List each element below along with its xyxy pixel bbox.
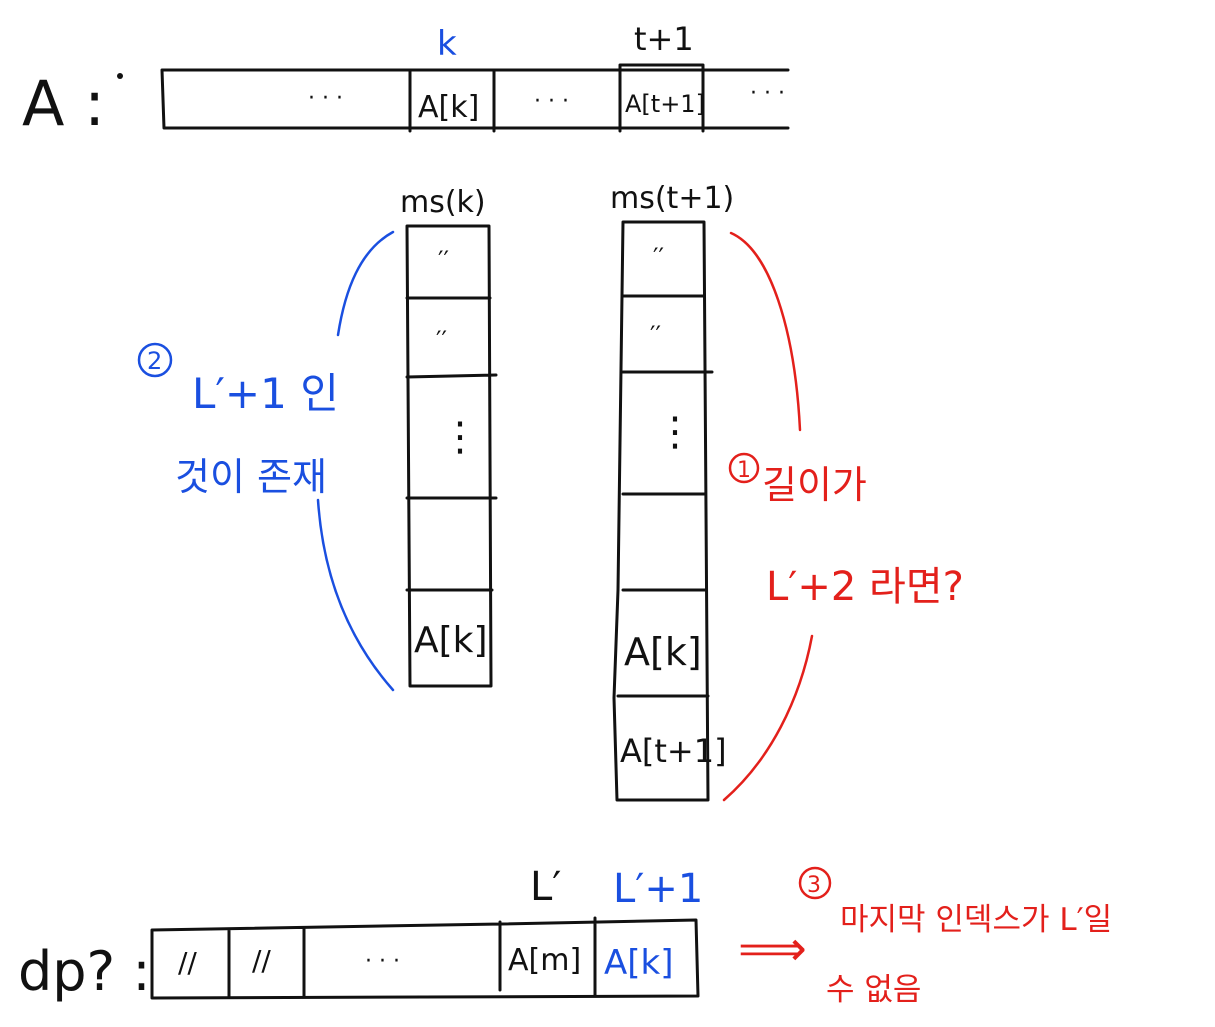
red-note-line-2: L′+2 라면? — [766, 564, 964, 610]
array-a-colon-dot — [117, 73, 123, 79]
blue-number-circle — [137, 342, 173, 378]
index-t1-label: t+1 — [634, 20, 694, 58]
array-a-label: A : — [22, 67, 105, 140]
red-bottom-line-1: 마지막 인덱스가 L′일 — [840, 902, 1112, 938]
ms-k-cell-2: ′′ — [436, 326, 447, 354]
array-a-cell-dots-3: · · · — [750, 81, 785, 106]
ms-t1-cell-at1: A[t+1] — [620, 732, 727, 770]
ms-t1-cell-ak: A[k] — [624, 630, 702, 674]
dp-cell-am: A[m] — [508, 943, 581, 978]
ms-k-column: ms(k) ′′ ′′ ⋮ A[k] — [400, 185, 498, 688]
blue-brace — [316, 230, 395, 692]
ms-t1-title: ms(t+1) — [610, 181, 734, 216]
red-number-circle-1 — [728, 452, 760, 484]
ms-t1-column: ms(t+1) ′′ ′′ ⋮ A[k] A[t+1] — [610, 181, 734, 802]
implies-arrow: ⟹ — [738, 921, 807, 977]
array-a-cell-ak: A[k] — [418, 90, 479, 125]
array-a-outline — [160, 63, 790, 133]
ms-k-cell-3: ⋮ — [440, 414, 480, 460]
ms-k-title: ms(k) — [400, 185, 486, 220]
array-a-cell-dots-1: · · · — [308, 86, 343, 111]
red-note-line-1: 길이가 — [762, 463, 867, 507]
dp-header-l1: L′+1 — [613, 866, 703, 912]
dp-label: dp? : — [18, 940, 151, 1003]
blue-note-line-2: 것이 존재 — [175, 455, 327, 499]
blue-note-line-1: L′+1 인 — [192, 369, 339, 418]
dp-array: dp? : L′ L′+1 // // · · · A[m] A[k] — [18, 864, 703, 1003]
dp-cell-1: // — [178, 946, 197, 979]
ms-k-cell-ak: A[k] — [414, 620, 488, 661]
array-a-cell-at1: A[t+1] — [625, 90, 705, 118]
dp-cell-ak: A[k] — [604, 943, 673, 983]
red-number-1: 1 — [737, 458, 751, 483]
ms-t1-cell-2: ′′ — [650, 321, 661, 349]
red-number-circle-3 — [798, 866, 832, 900]
red-bottom-line-2: 수 없음 — [826, 972, 921, 1008]
dp-outline — [150, 916, 700, 1000]
dp-cell-2: // — [252, 944, 271, 977]
ms-t1-cell-3: ⋮ — [655, 409, 695, 455]
note-red-bottom: ⟹ 3 마지막 인덱스가 L′일 수 없음 — [738, 866, 1112, 1008]
ms-k-outline — [405, 224, 498, 688]
array-a-cell-dots-2: · · · — [534, 89, 569, 114]
red-number-3: 3 — [807, 873, 821, 898]
array-a: A : k t+1 · · · A[k] · · · A[t+1] · · · — [22, 20, 790, 140]
note-red-right: 1 길이가 L′+2 라면? — [722, 231, 964, 802]
ms-k-cell-1: ′′ — [438, 246, 449, 274]
dp-cell-dots: · · · — [365, 949, 400, 974]
blue-number: 2 — [147, 347, 162, 375]
ms-t1-cell-1: ′′ — [653, 243, 664, 271]
note-blue: 2 L′+1 인 것이 존재 — [137, 230, 395, 692]
red-brace — [722, 231, 814, 802]
dp-header-l: L′ — [530, 864, 561, 910]
index-k-label: k — [437, 24, 457, 64]
ms-t1-outline — [612, 220, 714, 802]
